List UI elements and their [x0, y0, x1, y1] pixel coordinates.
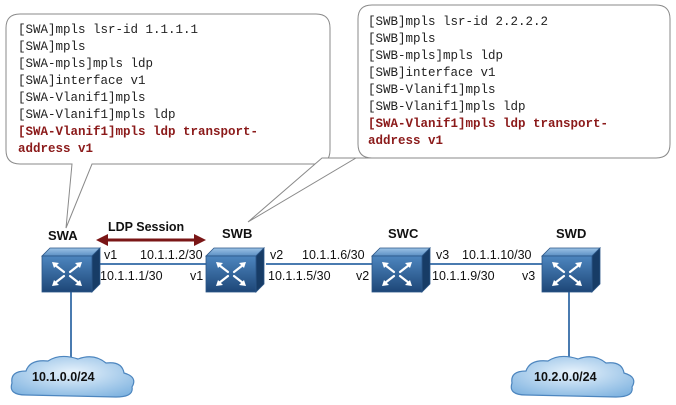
callout-swa: [SWA]mpls lsr-id 1.1.1.1 [SWA]mpls [SWA-…	[5, 13, 331, 229]
network-right-label: 10.2.0.0/24	[534, 370, 597, 384]
link-ab-ip-b: 10.1.1.2/30	[140, 248, 203, 262]
network-cloud-icon	[10, 355, 135, 398]
links	[70, 263, 570, 360]
l3-switch-icon	[540, 246, 602, 294]
node-swb-name: SWB	[222, 226, 252, 241]
callout-swb-highlight-2: address v1	[368, 134, 443, 148]
callout-swb: [SWB]mpls lsr-id 2.2.2.2 [SWB]mpls [SWB-…	[247, 4, 671, 223]
link-cd-port-c: v3	[436, 248, 449, 262]
link-ab-ip-a: 10.1.1.1/30	[100, 269, 163, 283]
ldp-session-label: LDP Session	[108, 220, 184, 234]
link-bc-ip-c: 10.1.1.6/30	[302, 248, 365, 262]
callout-swb-line-4: [SWB]interface v1	[368, 66, 496, 80]
link-bc-ip-b: 10.1.1.5/30	[268, 269, 331, 283]
link-bc-port-c: v2	[356, 269, 369, 283]
callout-swa-highlight-2: address v1	[18, 142, 93, 156]
callout-swb-highlight-1: [SWA-Vlanif1]mpls ldp transport-	[368, 117, 608, 131]
callout-swa-line-1: [SWA]mpls lsr-id 1.1.1.1	[18, 23, 198, 37]
link-ab-port-b: v1	[190, 269, 203, 283]
node-swd-name: SWD	[556, 226, 586, 241]
callout-swb-line-2: [SWB]mpls	[368, 32, 436, 46]
callout-swa-line-6: [SWA-Vlanif1]mpls ldp	[18, 108, 176, 122]
callout-swb-line-5: [SWB-Vlanif1]mpls	[368, 83, 496, 97]
l3-switch-icon	[40, 246, 102, 294]
link-cd-ip-c: 10.1.1.9/30	[432, 269, 495, 283]
callout-swa-line-2: [SWA]mpls	[18, 40, 86, 54]
node-swa-name: SWA	[48, 228, 78, 243]
link-ab-port-a: v1	[104, 248, 117, 262]
callout-swa-line-3: [SWA-mpls]mpls ldp	[18, 57, 153, 71]
callout-swa-line-4: [SWA]interface v1	[18, 74, 146, 88]
l3-switch-icon	[370, 246, 432, 294]
link-bc-port-b: v2	[270, 248, 283, 262]
network-left-label: 10.1.0.0/24	[32, 370, 95, 384]
node-swc-name: SWC	[388, 226, 419, 241]
link-cd-port-d: v3	[522, 269, 535, 283]
l3-switch-icon	[204, 246, 266, 294]
link-cd-ip-d: 10.1.1.10/30	[462, 248, 532, 262]
network-cloud-icon	[510, 355, 635, 398]
callout-swa-line-5: [SWA-Vlanif1]mpls	[18, 91, 146, 105]
callout-swb-line-6: [SWB-Vlanif1]mpls ldp	[368, 100, 526, 114]
ldp-session-arrow	[96, 234, 206, 246]
callout-swa-highlight-1: [SWA-Vlanif1]mpls ldp transport-	[18, 125, 258, 139]
callout-swb-line-3: [SWB-mpls]mpls ldp	[368, 49, 503, 63]
callout-swb-line-1: [SWB]mpls lsr-id 2.2.2.2	[368, 15, 548, 29]
